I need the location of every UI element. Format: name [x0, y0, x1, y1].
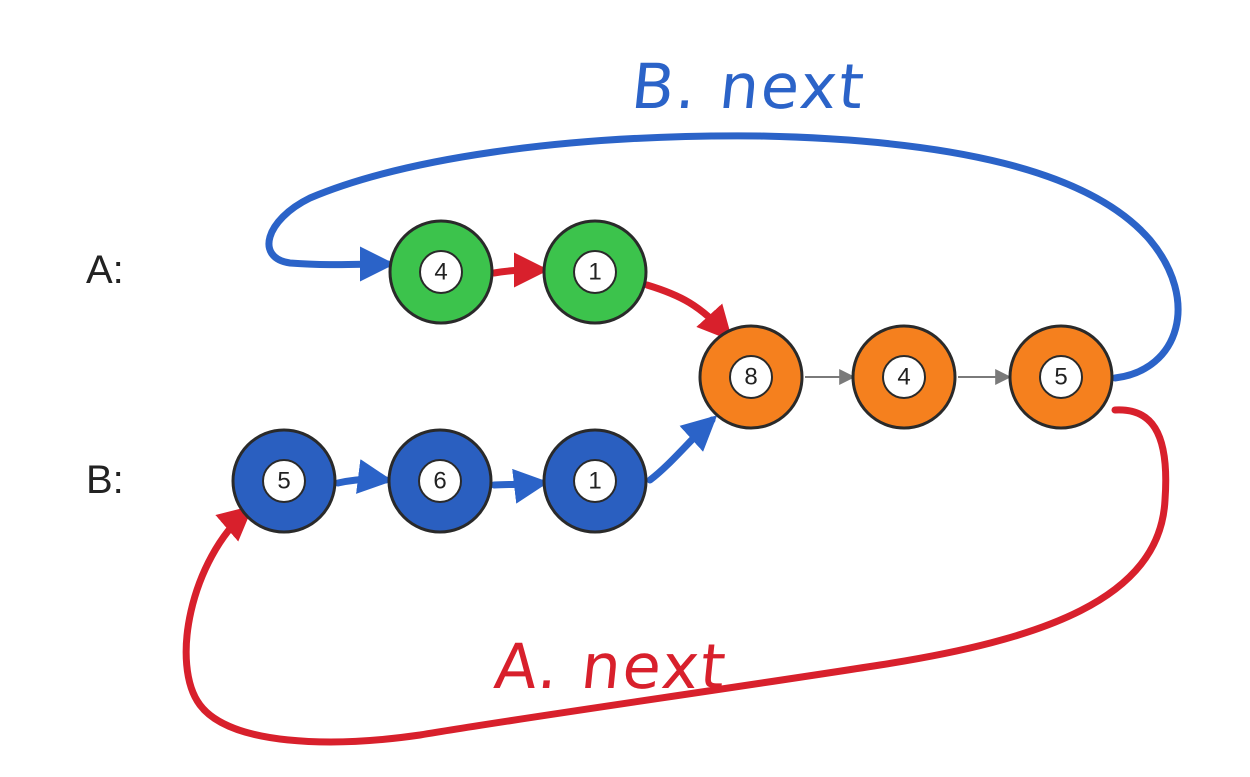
shared-node-1: 8 [698, 324, 804, 430]
list-b-node-2: 6 [387, 428, 493, 534]
shared-node-2: 4 [851, 324, 957, 430]
node-value: 4 [897, 364, 910, 391]
node-value: 1 [588, 259, 601, 286]
list-b-node-3: 1 [542, 428, 648, 534]
b-arrow-1-to-8 [646, 415, 718, 484]
a-arrow-1-to-8 [643, 281, 733, 342]
b-arrow-6-to-1 [490, 468, 549, 504]
shared-node-3: 5 [1008, 324, 1114, 430]
node-value: 5 [277, 468, 290, 495]
node-value: 4 [434, 259, 447, 286]
list-b-label: B: [86, 458, 124, 502]
a-next-loop-arrow [182, 406, 1170, 746]
node-value: 8 [744, 364, 757, 391]
list-a-node-1: 4 [388, 219, 494, 325]
b-arrow-5-to-6 [334, 459, 393, 494]
a-arrow-4-to-1 [490, 252, 549, 288]
list-a-label: A: [86, 248, 124, 292]
node-value: 1 [588, 468, 601, 495]
b-next-label: B. next [628, 50, 870, 123]
list-b-node-1: 5 [231, 428, 337, 534]
a-next-label: A. next [491, 630, 731, 703]
list-a-node-2: 1 [542, 219, 648, 325]
node-value: 6 [433, 468, 446, 495]
b-next-loop-arrow [265, 132, 1182, 382]
node-value: 5 [1054, 364, 1067, 391]
